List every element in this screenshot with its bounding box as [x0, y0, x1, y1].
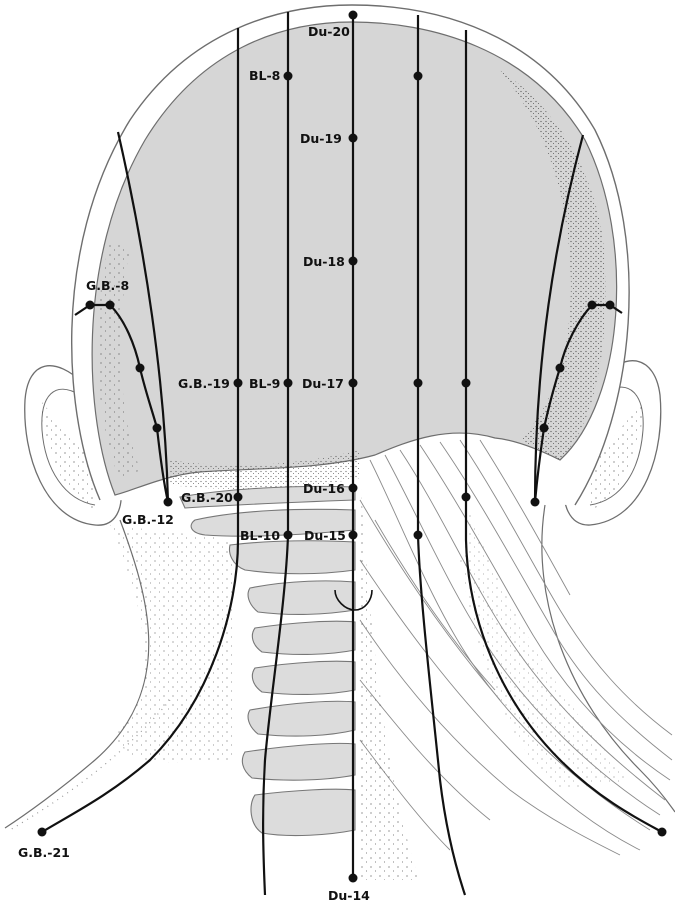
point-bl9 — [284, 379, 293, 388]
point-gb19-right — [462, 379, 471, 388]
label-gb21: G.B.-21 — [18, 845, 70, 860]
point-gb19 — [234, 379, 243, 388]
point-gb8 — [86, 301, 95, 310]
label-gb19: G.B.-19 — [178, 376, 230, 391]
point-gb20-right — [462, 493, 471, 502]
point-du17 — [349, 379, 358, 388]
label-bl8: BL-8 — [249, 68, 280, 83]
point-bl8-right — [414, 72, 423, 81]
point-gb21 — [38, 828, 47, 837]
label-gb12: G.B.-12 — [122, 512, 174, 527]
point-bl8 — [284, 72, 293, 81]
label-du17: Du-17 — [302, 376, 344, 391]
point-du15 — [349, 531, 358, 540]
point-gb8-right — [606, 301, 615, 310]
point-gb-curve-1 — [136, 364, 145, 373]
label-gb8: G.B.-8 — [86, 278, 129, 293]
point-du20 — [349, 11, 358, 20]
label-du20: Du-20 — [308, 24, 350, 39]
point-du14 — [349, 874, 358, 883]
point-bl9-right — [414, 379, 423, 388]
point-du19 — [349, 134, 358, 143]
point-du18 — [349, 257, 358, 266]
point-gb-curve-right-2 — [540, 424, 549, 433]
label-gb20: G.B.-20 — [181, 490, 233, 505]
label-du16: Du-16 — [303, 481, 345, 496]
label-du19: Du-19 — [300, 131, 342, 146]
point-du16 — [349, 484, 358, 493]
label-bl9: BL-9 — [249, 376, 280, 391]
point-gb-curve-2 — [153, 424, 162, 433]
point-gb8-right-b — [588, 301, 597, 310]
point-gb12 — [164, 498, 173, 507]
point-gb12-right — [531, 498, 540, 507]
point-gb-curve-right-1 — [556, 364, 565, 373]
point-bl10-right — [414, 531, 423, 540]
label-bl10: BL-10 — [240, 528, 280, 543]
label-du15: Du-15 — [304, 528, 346, 543]
muscle-stipple — [360, 470, 420, 880]
point-bl10 — [284, 531, 293, 540]
label-du14: Du-14 — [328, 888, 370, 903]
point-gb8-b — [106, 301, 115, 310]
point-gb21-right — [658, 828, 667, 837]
label-du18: Du-18 — [303, 254, 345, 269]
point-gb20 — [234, 493, 243, 502]
